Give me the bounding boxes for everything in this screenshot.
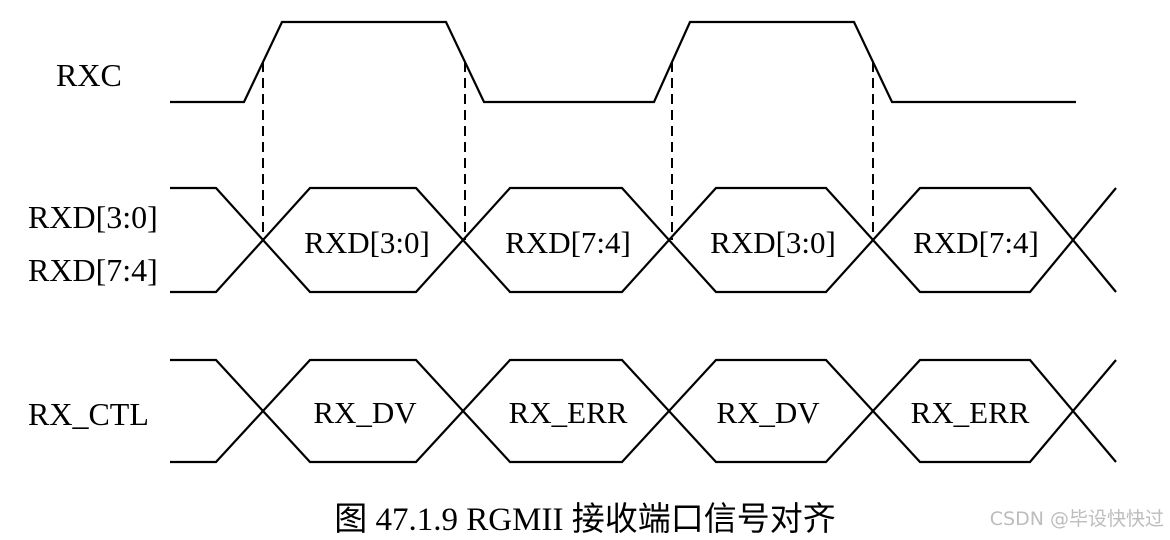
rxd-cell-3: RXD[3:0] [710, 225, 836, 260]
ctl-cell-2: RX_ERR [509, 395, 628, 430]
rxd-cell-1: RXD[3:0] [304, 225, 430, 260]
ctl-cell-3: RX_DV [716, 395, 820, 430]
ctl-cell-4: RX_ERR [911, 395, 1030, 430]
rxc-clock-waveform [170, 20, 1076, 104]
rxc-label: RXC [56, 57, 122, 93]
rx-ctl-label: RX_CTL [28, 396, 149, 432]
rxd-bus-waveform [170, 186, 1117, 294]
csdn-watermark: CSDN @毕设快快过 [989, 508, 1164, 530]
rx-ctl-bus-waveform [170, 358, 1117, 464]
rxd-label-line2: RXD[7:4] [28, 252, 158, 288]
rxd-cell-2: RXD[7:4] [505, 225, 631, 260]
ctl-cell-1: RX_DV [313, 395, 417, 430]
rxd-label-line1: RXD[3:0] [28, 199, 158, 235]
rxd-cell-4: RXD[7:4] [913, 225, 1039, 260]
figure-caption: 图 47.1.9 RGMII 接收端口信号对齐 [334, 502, 836, 538]
